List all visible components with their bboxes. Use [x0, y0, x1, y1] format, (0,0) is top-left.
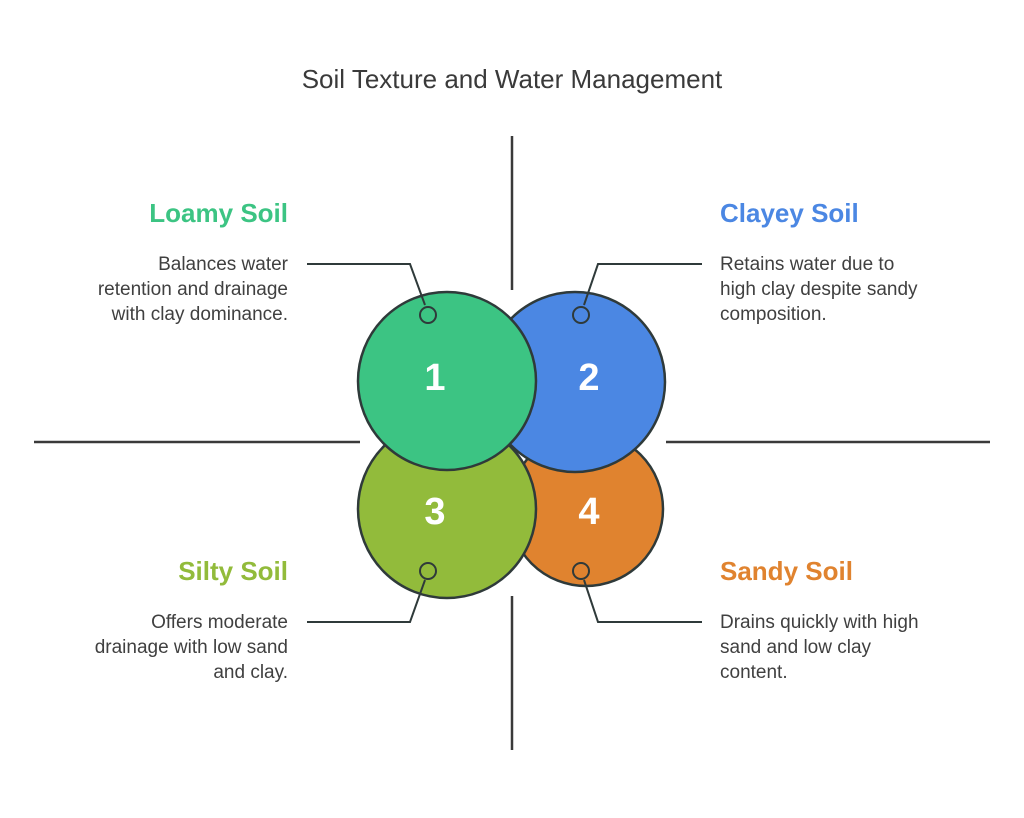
connector-1: [307, 263, 426, 306]
number-2: 2: [578, 357, 599, 399]
loamy-description: Balances water retention and drainage wi…: [98, 252, 288, 327]
clayey-desc-line: high clay despite sandy: [720, 279, 918, 300]
connector-3: [307, 579, 426, 623]
sandy-desc-line: sand and low clay: [720, 637, 872, 658]
page-title: Soil Texture and Water Management: [301, 64, 723, 94]
loamy-desc-line: retention and drainage: [97, 279, 288, 300]
clayey-desc-line: composition.: [720, 304, 827, 325]
connector-dot-2: [572, 306, 590, 324]
sandy-desc-line: content.: [720, 662, 788, 683]
number-4: 4: [578, 491, 599, 533]
clayey-desc-line: Retains water due to: [720, 254, 895, 275]
sandy-heading: Sandy Soil: [720, 556, 853, 586]
loamy-desc-line: with clay dominance.: [111, 304, 288, 325]
connector-dot-3: [419, 562, 437, 580]
clayey-heading: Clayey Soil: [720, 198, 859, 228]
silty-heading: Silty Soil: [178, 556, 288, 586]
connector-dot-1: [419, 306, 437, 324]
loamy-desc-line: Balances water: [158, 254, 288, 275]
sandy-desc-line: Drains quickly with high: [720, 612, 919, 633]
connector-2: [583, 263, 702, 306]
silty-desc-line: and clay.: [213, 662, 288, 683]
connector-dot-4: [572, 562, 590, 580]
silty-desc-line: Offers moderate: [151, 612, 288, 633]
clayey-description: Retains water due to high clay despite s…: [720, 252, 918, 327]
number-3: 3: [424, 491, 445, 533]
silty-description: Offers moderate drainage with low sand a…: [95, 610, 288, 685]
silty-desc-line: drainage with low sand: [94, 637, 288, 658]
sandy-description: Drains quickly with high sand and low cl…: [720, 610, 919, 685]
number-1: 1: [424, 357, 445, 399]
connector-4: [583, 579, 702, 623]
loamy-heading: Loamy Soil: [149, 198, 288, 228]
loamy-circle: [356, 290, 538, 472]
